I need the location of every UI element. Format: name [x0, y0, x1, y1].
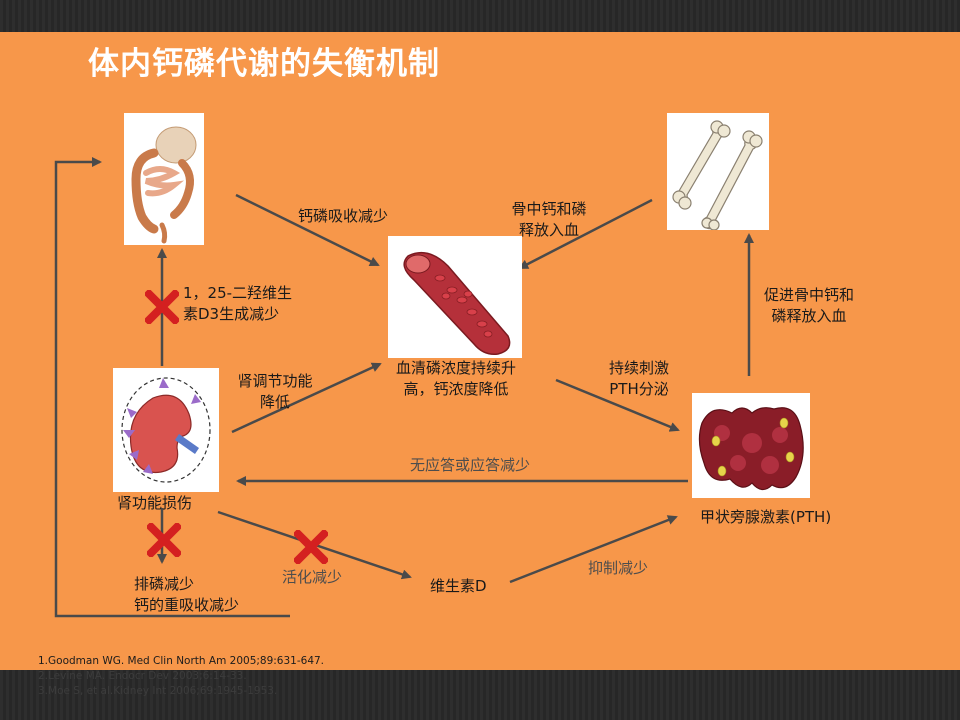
- bottom-decor-bar: [0, 670, 960, 720]
- x-mark-icon: [294, 530, 328, 564]
- label-absorption-decrease: 钙磷吸收减少: [298, 207, 389, 225]
- label-serum-levels: 血清磷浓度持续升 高，钙浓度降低: [384, 358, 528, 400]
- label-bone-release: 骨中钙和磷 释放入血: [497, 199, 601, 241]
- label-vitd3-decrease: 1，25-二羟维生 素D3生成减少: [183, 283, 292, 325]
- top-decor-bar: [0, 0, 960, 32]
- label-activation-decrease: 活化减少: [282, 568, 343, 586]
- intestine-icon: [131, 126, 197, 244]
- label-pth: 甲状旁腺激素(PTH): [700, 508, 832, 526]
- x-mark-icon: [145, 290, 179, 324]
- parathyroid-icon: [698, 407, 804, 491]
- label-phosphate-excretion: 排磷减少 钙的重吸收减少: [134, 574, 239, 616]
- arrow-vitd-to-pth: [509, 515, 678, 584]
- blood-vessel-image: [388, 236, 522, 358]
- kidney-icon: [121, 377, 211, 483]
- reference-item: 2.Levine MA. Endocr Dev 2003;6:14-33.: [38, 670, 247, 682]
- label-kidney-regulation: 肾调节功能 降低: [222, 371, 328, 413]
- arrow-intestine-to-serum: [235, 193, 380, 267]
- slide-title: 体内钙磷代谢的失衡机制: [88, 46, 440, 82]
- label-serum-levels-line1: 血清磷浓度持续升: [395, 359, 516, 377]
- reference-item: 1.Goodman WG. Med Clin North Am 2005;89:…: [38, 655, 325, 667]
- label-phosphate-excretion-line1: 排磷减少: [134, 575, 195, 593]
- label-kidney-regulation-line2: 降低: [259, 393, 290, 411]
- x-mark-icon: [147, 523, 181, 557]
- label-promote-line1: 促进骨中钙和: [763, 286, 854, 304]
- label-inhibit-decrease: 抑制减少: [588, 559, 649, 577]
- label-vitd3-line1: 1，25-二羟维生: [183, 284, 293, 302]
- arrow-serum-to-pth: [555, 378, 680, 432]
- label-promote-line2: 磷释放入血: [771, 307, 847, 325]
- label-bone-release-line1: 骨中钙和磷: [511, 200, 587, 218]
- label-phosphate-excretion-line2: 钙的重吸收减少: [134, 596, 240, 614]
- intestine-image: [124, 113, 204, 245]
- label-no-response: 无应答或应答减少: [410, 456, 531, 474]
- label-vitd3-line2: 素D3生成减少: [183, 305, 280, 323]
- label-pth-stimulation: 持续刺激 PTH分泌: [600, 358, 678, 400]
- arrow-feedback-loop: [54, 157, 290, 618]
- blood-vessel-icon: [403, 251, 511, 356]
- kidney-image: [113, 368, 219, 492]
- label-serum-levels-line2: 高，钙浓度降低: [403, 380, 509, 398]
- label-promote-bone-release: 促进骨中钙和 磷释放入血: [747, 285, 871, 327]
- label-kidney-regulation-line1: 肾调节功能: [237, 372, 313, 390]
- label-bone-release-line2: 释放入血: [518, 221, 579, 239]
- arrow-bone-to-serum: [518, 198, 653, 270]
- bone-image: [667, 113, 769, 231]
- parathyroid-image: [692, 393, 810, 498]
- arrow-kidney-to-serum: [231, 362, 382, 434]
- bone-icon: [672, 120, 763, 231]
- references: 1.Goodman WG. Med Clin North Am 2005;89:…: [38, 654, 324, 699]
- label-pth-stimulation-line1: 持续刺激: [608, 359, 669, 377]
- label-vitamin-d: 维生素D: [430, 577, 487, 595]
- label-kidney-damage: 肾功能损伤: [117, 494, 193, 512]
- label-pth-stimulation-line2: PTH分泌: [609, 380, 669, 398]
- reference-item: 3.Moe S, et al.Kidney Int 2006;69:1945-1…: [38, 685, 278, 697]
